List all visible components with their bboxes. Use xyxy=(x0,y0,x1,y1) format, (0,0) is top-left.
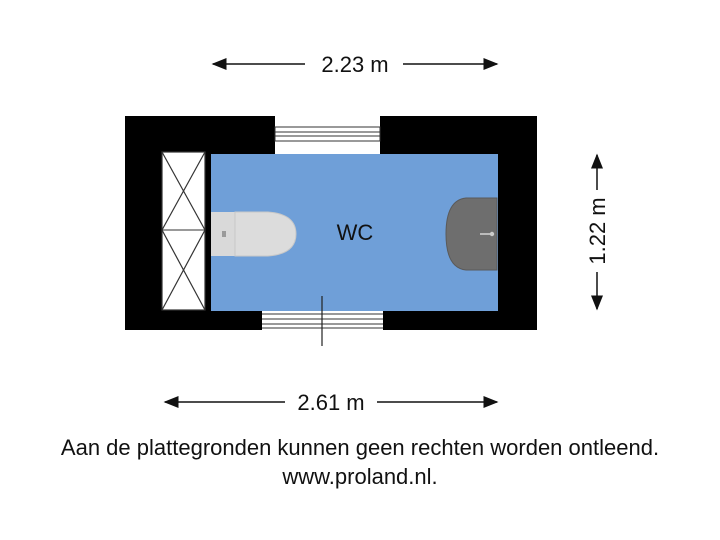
door-opening xyxy=(262,296,383,346)
sink-icon xyxy=(445,197,498,271)
dimension-top: 2.23 m xyxy=(211,52,499,77)
dimension-bottom-label: 2.61 m xyxy=(297,390,364,415)
dimension-bottom: 2.61 m xyxy=(163,390,499,415)
website-link[interactable]: www.proland.nl. xyxy=(282,464,438,489)
room-label: WC xyxy=(337,220,374,245)
dimension-right: 1.22 m xyxy=(585,153,610,311)
dimension-right-label: 1.22 m xyxy=(585,197,610,264)
top-window xyxy=(274,116,381,154)
disclaimer-text: Aan de plattegronden kunnen geen rechten… xyxy=(60,435,660,460)
toilet-icon xyxy=(211,211,297,257)
dimension-top-label: 2.23 m xyxy=(321,52,388,77)
shower-icon xyxy=(161,151,206,311)
